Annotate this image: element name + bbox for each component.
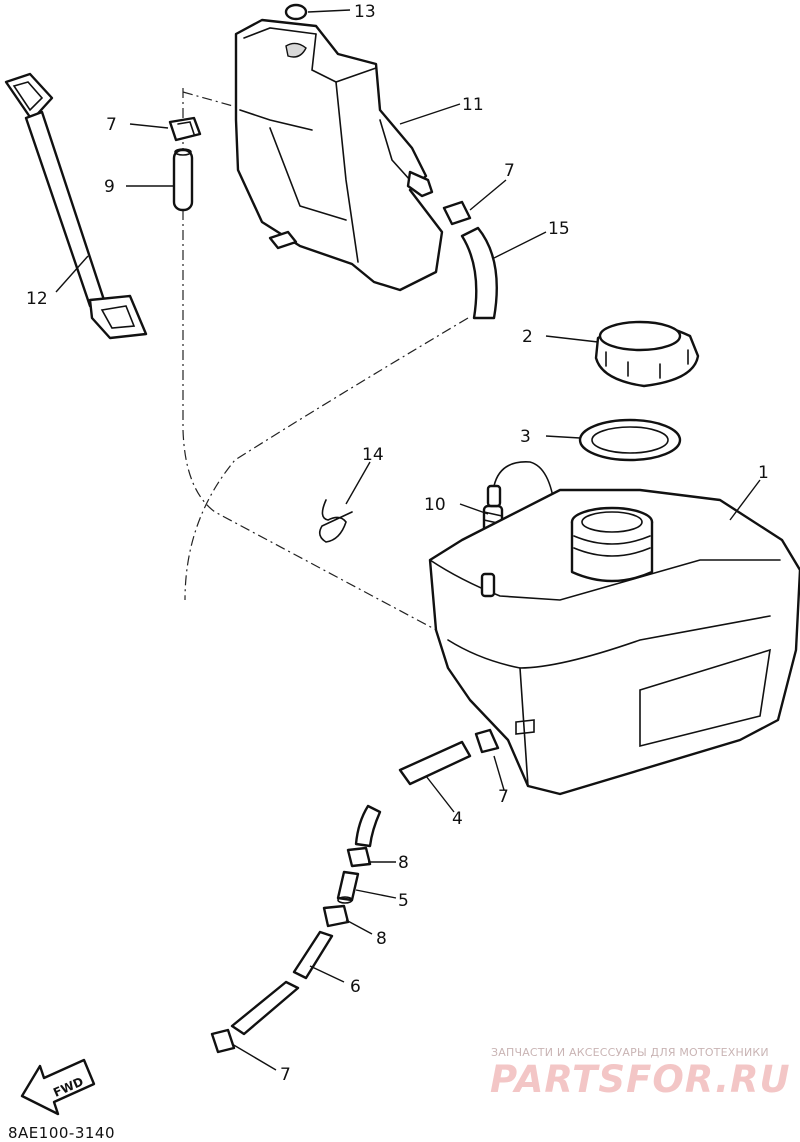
callout-7-bottom: 7	[280, 1065, 291, 1085]
hose-routing-lines	[182, 88, 511, 659]
watermark-tagline: ЗАПЧАСТИ И АКСЕССУАРЫ ДЛЯ МОТОТЕХНИКИ	[491, 1046, 769, 1059]
callout-10: 10	[424, 495, 446, 515]
part-1-fuel-tank	[428, 488, 800, 796]
part-2-filler-cap	[594, 320, 700, 388]
part-9-hose	[172, 148, 194, 212]
callout-13: 13	[354, 2, 376, 22]
callout-labels: 13 11 7 9 7 15 12 2 3 14 10 1 7 4 8 5 8 …	[26, 2, 769, 1085]
callout-1: 1	[758, 463, 769, 483]
part-14-hose-clip	[318, 499, 353, 543]
callout-3: 3	[520, 427, 531, 447]
callout-9: 9	[104, 177, 115, 197]
part-4-fuel-hose	[354, 740, 472, 848]
callout-5: 5	[398, 891, 409, 911]
callout-14: 14	[362, 445, 384, 465]
part-8-clip-lower	[322, 904, 350, 928]
callout-15: 15	[548, 219, 570, 239]
part-12-strap	[4, 72, 148, 340]
fwd-arrow-icon: FWD	[20, 1058, 96, 1116]
part-6-fuel-hose	[230, 930, 334, 1036]
part-15-bent-hose	[460, 226, 498, 320]
callout-2: 2	[522, 327, 533, 347]
part-7-clip-upper-left	[168, 116, 202, 142]
part-13-cap	[284, 3, 308, 21]
callout-7-tank: 7	[498, 787, 509, 807]
drawing-code: 8AE100-3140	[8, 1124, 115, 1142]
callout-4: 4	[452, 809, 463, 829]
part-7-clip-bottom	[210, 1028, 236, 1054]
callout-8-lower: 8	[376, 929, 387, 949]
leader-lines	[55, 9, 761, 1071]
watermark-logo: PARTSFOR.RU	[490, 1058, 791, 1101]
callout-12: 12	[26, 289, 48, 309]
part-5-fitting	[336, 870, 360, 904]
callout-6: 6	[350, 977, 361, 997]
part-8-clip-upper	[346, 846, 372, 868]
part-3-gasket	[578, 418, 682, 462]
callout-8-upper: 8	[398, 853, 409, 873]
part-11-reservoir-tank	[234, 18, 444, 292]
part-7-clip-tank	[474, 728, 500, 754]
callout-7-upper-left: 7	[106, 115, 117, 135]
part-7-clip-upper-right	[442, 200, 472, 226]
callout-11: 11	[462, 95, 484, 115]
callout-7-upper-right: 7	[504, 161, 515, 181]
